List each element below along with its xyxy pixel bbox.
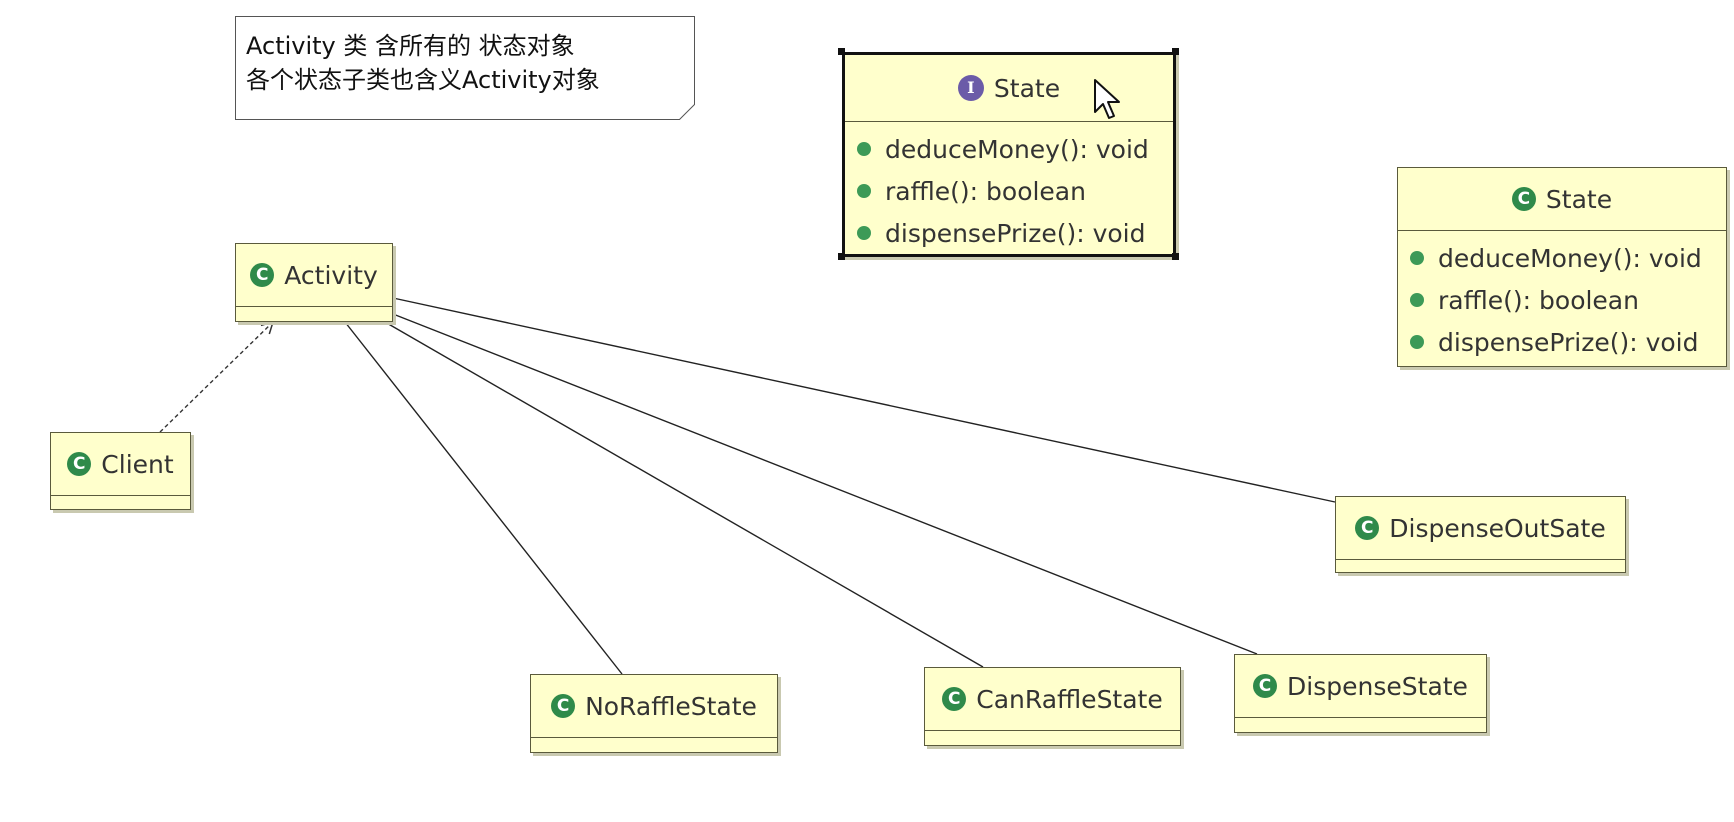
class-icon: C <box>551 694 576 718</box>
class-icon: C <box>942 687 967 711</box>
dispense-state-name: DispenseState <box>1287 671 1468 701</box>
state-interface-methods: deduceMoney(): void raffle(): boolean di… <box>845 128 1173 260</box>
separator <box>236 306 392 313</box>
separator <box>1235 717 1486 724</box>
dispense-state-class-box[interactable]: C DispenseState <box>1234 654 1487 733</box>
method-item[interactable]: dispensePrize(): void <box>857 212 1165 254</box>
activity-canraffle-link[interactable] <box>384 321 984 668</box>
method-item[interactable]: raffle(): boolean <box>1410 279 1718 321</box>
client-header: C Client <box>51 433 190 495</box>
state-class-name: State <box>1545 184 1613 214</box>
method-label: dispensePrize(): void <box>885 218 1146 248</box>
method-item[interactable]: deduceMoney(): void <box>857 128 1165 170</box>
method-item[interactable]: dispensePrize(): void <box>1410 321 1718 363</box>
activity-class-box[interactable]: C Activity <box>235 243 393 322</box>
method-item[interactable]: deduceMoney(): void <box>1410 237 1718 279</box>
selection-handle[interactable] <box>838 253 845 260</box>
class-icon: C <box>250 263 275 287</box>
separator <box>51 495 190 502</box>
dispense-out-state-header: C DispenseOutSate <box>1336 497 1625 559</box>
no-raffle-state-name: NoRaffleState <box>585 691 757 721</box>
note-line-1: Activity 类 含所有的 状态对象 <box>246 32 575 60</box>
public-method-icon <box>857 142 871 156</box>
class-icon: C <box>1511 187 1536 211</box>
activity-dispense-link[interactable] <box>392 313 1258 655</box>
activity-name: Activity <box>284 260 378 290</box>
public-method-icon <box>857 226 871 240</box>
dispense-out-state-name: DispenseOutSate <box>1389 513 1606 543</box>
class-icon: C <box>1355 516 1380 540</box>
client-class-box[interactable]: C Client <box>50 432 191 510</box>
client-activity-dependency[interactable] <box>159 320 275 433</box>
can-raffle-state-header: C CanRaffleState <box>925 668 1180 730</box>
can-raffle-state-name: CanRaffleState <box>976 684 1163 714</box>
method-label: dispensePrize(): void <box>1438 327 1699 357</box>
public-method-icon <box>857 184 871 198</box>
selection-handle[interactable] <box>838 48 845 55</box>
method-label: deduceMoney(): void <box>1438 243 1702 273</box>
method-item[interactable]: raffle(): boolean <box>857 170 1165 212</box>
method-label: raffle(): boolean <box>885 176 1086 206</box>
activity-noraffle-link[interactable] <box>344 321 623 675</box>
selection-handle[interactable] <box>1172 48 1179 55</box>
activity-dispenseout-link[interactable] <box>392 297 1336 503</box>
separator <box>1336 559 1625 566</box>
state-class-methods: deduceMoney(): void raffle(): boolean di… <box>1398 237 1726 369</box>
method-label: deduceMoney(): void <box>885 134 1149 164</box>
state-interface-header: I State <box>845 55 1173 121</box>
note-line-2: 各个状态子类也含义Activity对象 <box>246 66 600 94</box>
can-raffle-state-class-box[interactable]: C CanRaffleState <box>924 667 1181 746</box>
client-name: Client <box>101 449 174 479</box>
method-label: raffle(): boolean <box>1438 285 1639 315</box>
public-method-icon <box>1410 293 1424 307</box>
separator <box>531 737 777 744</box>
dispense-state-header: C DispenseState <box>1235 655 1486 717</box>
comment-note[interactable]: Activity 类 含所有的 状态对象 各个状态子类也含义Activity对象 <box>235 16 695 120</box>
state-interface-box[interactable]: I State deduceMoney(): void raffle(): bo… <box>842 52 1176 257</box>
no-raffle-state-class-box[interactable]: C NoRaffleState <box>530 674 778 753</box>
separator <box>925 730 1180 737</box>
state-class-header: C State <box>1398 168 1726 230</box>
selection-handle[interactable] <box>1172 253 1179 260</box>
separator <box>1398 230 1726 237</box>
state-interface-name: State <box>993 73 1061 103</box>
no-raffle-state-header: C NoRaffleState <box>531 675 777 737</box>
public-method-icon <box>1410 251 1424 265</box>
state-class-box[interactable]: C State deduceMoney(): void raffle(): bo… <box>1397 167 1727 367</box>
activity-header: C Activity <box>236 244 392 306</box>
dispense-out-state-class-box[interactable]: C DispenseOutSate <box>1335 496 1626 573</box>
interface-icon: I <box>957 75 984 101</box>
public-method-icon <box>1410 335 1424 349</box>
separator <box>845 121 1173 128</box>
class-icon: C <box>1253 674 1278 698</box>
class-icon: C <box>67 452 92 476</box>
